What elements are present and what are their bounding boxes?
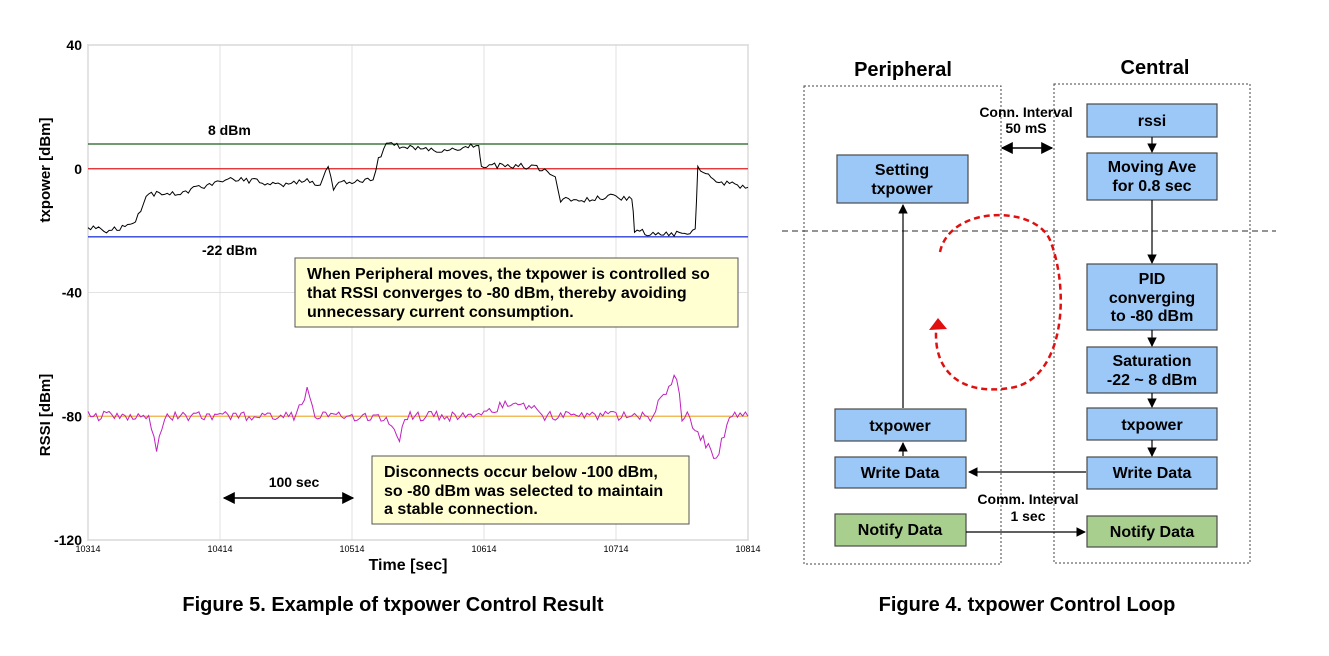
note-txpower-line-3: unnecessary current consumption. <box>307 304 574 321</box>
x-tick-5: 10814 <box>735 544 760 554</box>
box-central-notify-label: Notify Data <box>1110 524 1195 541</box>
x-tick-1: 10414 <box>207 544 232 554</box>
chart: 10314 10414 10514 10614 10714 10814 40 0 -40 -80 -… <box>37 37 761 616</box>
label-m22dbm: -22 dBm <box>202 242 257 258</box>
box-central-write: Write Data <box>1086 456 1218 490</box>
x-tick-2: 10514 <box>339 544 364 554</box>
box-rssi: rssi <box>1086 103 1218 138</box>
control-loop-diagram: Peripheral Central Conn. Interval 50 mS … <box>782 57 1276 616</box>
diagram-caption: Figure 4. txpower Control Loop <box>879 594 1176 616</box>
box-moving-label-2: for 0.8 sec <box>1112 178 1191 195</box>
reference-lines <box>88 143 748 417</box>
note-txpower-line-1: When Peripheral moves, the txpower is co… <box>307 266 710 283</box>
y-tick-3: -80 <box>62 408 82 424</box>
note-txpower: When Peripheral moves, the txpower is co… <box>294 257 739 328</box>
span-100sec-label: 100 sec <box>269 474 320 490</box>
box-rssi-label: rssi <box>1138 113 1166 130</box>
peripheral-frame <box>803 85 1002 565</box>
box-peripheral-txpower: txpower <box>834 408 967 442</box>
y-axis-label-bottom: RSSI [dBm] <box>37 374 54 457</box>
y-tick-1: 0 <box>74 161 82 177</box>
box-central-txpower: txpower <box>1086 407 1218 441</box>
conn-interval-label-2: 50 mS <box>1005 120 1046 136</box>
series-line-rssi <box>87 374 749 460</box>
box-setting-label-2: txpower <box>871 181 932 198</box>
note-rssi-line-1: Disconnects occur below -100 dBm, <box>384 464 658 481</box>
series-line-txpower <box>87 142 749 238</box>
note-rssi: Disconnects occur below -100 dBm, so -80… <box>371 455 690 525</box>
x-tick-3: 10614 <box>471 544 496 554</box>
note-txpower-line-2: that RSSI converges to -80 dBm, thereby … <box>307 285 687 302</box>
box-moving-label-1: Moving Ave <box>1108 159 1197 176</box>
x-tick-0: 10314 <box>75 544 100 554</box>
box-peripheral-write: Write Data <box>834 456 967 489</box>
box-pid: PID converging to -80 dBm <box>1086 263 1218 331</box>
span-100sec: 100 sec <box>222 474 355 504</box>
box-central-txpower-label: txpower <box>1121 417 1182 434</box>
box-moving-average: Moving Ave for 0.8 sec <box>1086 152 1218 201</box>
comm-interval-label-2: 1 sec <box>1010 508 1045 524</box>
box-saturation: Saturation -22 ~ 8 dBm <box>1086 346 1218 394</box>
box-peripheral-notify: Notify Data <box>834 513 967 547</box>
box-setting-label-1: Setting <box>875 162 929 179</box>
box-pid-label-2: converging <box>1109 290 1195 307</box>
box-central-notify: Notify Data <box>1086 515 1218 548</box>
box-pid-label-3: to -80 dBm <box>1111 308 1194 325</box>
note-rssi-line-2: so -80 dBm was selected to maintain <box>384 483 663 500</box>
ticks: 10314 10414 10514 10614 10714 10814 40 0 -40 -80 -… <box>54 37 761 554</box>
box-setting-txpower: Setting txpower <box>836 154 969 204</box>
loop-arrowhead <box>929 318 947 330</box>
box-saturation-label-2: -22 ~ 8 dBm <box>1107 372 1197 389</box>
x-axis-label: Time [sec] <box>369 557 448 574</box>
peripheral-title: Peripheral <box>854 59 952 81</box>
box-peripheral-notify-label: Notify Data <box>858 522 943 539</box>
x-tick-4: 10714 <box>603 544 628 554</box>
box-central-write-label: Write Data <box>1113 465 1192 482</box>
note-rssi-line-3: a stable connection. <box>384 501 538 518</box>
chart-caption: Figure 5. Example of txpower Control Res… <box>182 594 604 616</box>
series <box>87 142 749 460</box>
box-peripheral-txpower-label: txpower <box>869 418 930 435</box>
box-peripheral-write-label: Write Data <box>861 465 940 482</box>
central-title: Central <box>1121 57 1190 79</box>
y-tick-4: -120 <box>54 532 82 548</box>
box-saturation-label-1: Saturation <box>1112 353 1191 370</box>
y-axis-label-top: txpower [dBm] <box>37 117 54 222</box>
comm-interval-label-1: Comm. Interval <box>977 491 1078 507</box>
y-tick-2: -40 <box>62 285 82 301</box>
label-8dbm: 8 dBm <box>208 122 251 138</box>
control-loop-indicator <box>934 213 1062 391</box>
conn-interval-label-1: Conn. Interval <box>979 104 1072 120</box>
box-pid-label-1: PID <box>1139 271 1166 288</box>
central-frame <box>1053 83 1251 564</box>
y-tick-0: 40 <box>66 37 82 53</box>
